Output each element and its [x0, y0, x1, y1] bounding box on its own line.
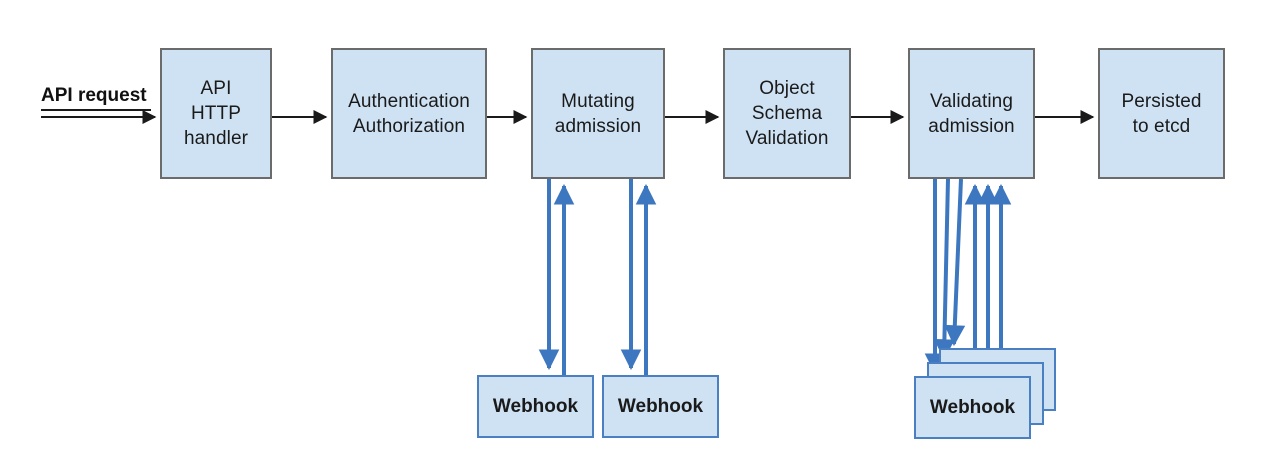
- stage-label: Object Schema Validation: [745, 78, 829, 149]
- entry-label: API request: [41, 85, 147, 106]
- stage-validating-admission[interactable]: Validating admission: [908, 48, 1035, 179]
- webhook-request-arrow-v2: [934, 178, 955, 361]
- mutating-webhook-box[interactable]: Webhook: [477, 375, 594, 438]
- webhook-request-arrow-v3: [944, 178, 966, 347]
- webhook-label: Webhook: [617, 395, 704, 417]
- webhook-label: Webhook: [492, 395, 579, 417]
- stage-object-schema-validation[interactable]: Object Schema Validation: [723, 48, 851, 179]
- stage-label: Authentication Authorization: [348, 90, 470, 137]
- stage-persisted-to-etcd[interactable]: Persisted to etcd: [1098, 48, 1225, 179]
- stage-label: API HTTP handler: [183, 78, 249, 149]
- mutating-webhook-box[interactable]: Webhook: [602, 375, 719, 438]
- stage-label: Validating admission: [928, 90, 1015, 137]
- validating-webhook-box-front[interactable]: Webhook: [914, 376, 1031, 439]
- stage-label: Persisted to etcd: [1121, 90, 1202, 137]
- stage-label: Mutating admission: [554, 90, 642, 137]
- stage-mutating-admission[interactable]: Mutating admission: [531, 48, 665, 179]
- webhook-label: Webhook: [929, 396, 1016, 418]
- stage-authentication-authorization[interactable]: Authentication Authorization: [331, 48, 487, 179]
- stage-api-http-handler[interactable]: API HTTP handler: [160, 48, 272, 179]
